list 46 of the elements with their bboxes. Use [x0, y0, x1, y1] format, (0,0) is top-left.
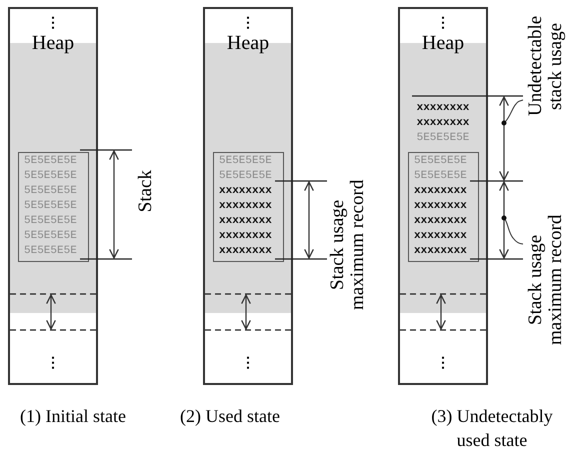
dimension-label: Undetectable stack usage — [526, 14, 566, 118]
ellipsis: ⋮ — [241, 17, 255, 31]
caption: (1) Initial state — [20, 405, 126, 428]
memory-value: 5E5E5E5E — [24, 246, 77, 257]
caption: (2) Used state — [180, 405, 280, 428]
memory-value: 5E5E5E5E — [24, 216, 77, 227]
memory-value: 5E5E5E5E — [24, 201, 77, 212]
memory-value: xxxxxxxx — [219, 186, 272, 197]
memory-value: xxxxxxxx — [414, 231, 467, 242]
memory-column — [203, 7, 293, 385]
memory-value: xxxxxxxx — [219, 231, 272, 242]
memory-value: xxxxxxxx — [414, 186, 467, 197]
stack-region — [18, 152, 89, 262]
memory-value: xxxxxxxx — [219, 216, 272, 227]
memory-value: xxxxxxxx — [219, 201, 272, 212]
memory-value: 5E5E5E5E — [416, 133, 470, 144]
ellipsis: ⋮ — [241, 357, 255, 371]
ellipsis: ⋮ — [46, 17, 60, 31]
memory-value: 5E5E5E5E — [24, 186, 77, 197]
region-label: Heap — [422, 33, 464, 53]
memory-column — [398, 7, 488, 385]
region-label: Heap — [226, 33, 270, 53]
ellipsis: ⋮ — [436, 357, 450, 371]
ellipsis: ⋮ — [46, 357, 60, 371]
stack-region — [213, 152, 284, 262]
memory-value: 5E5E5E5E — [414, 171, 467, 182]
dimension-label: Stack — [136, 170, 156, 212]
memory-value: 5E5E5E5E — [219, 156, 272, 167]
stack-region — [408, 152, 479, 262]
region-label: Heap — [32, 33, 74, 53]
memory-value: xxxxxxxx — [416, 103, 470, 114]
memory-value: 5E5E5E5E — [24, 156, 77, 167]
memory-value: xxxxxxxx — [416, 118, 470, 129]
dimension-label: Stack usage maximum record — [526, 214, 566, 348]
memory-value: 5E5E5E5E — [24, 171, 77, 182]
caption: (3) Undetectably used state — [430, 405, 554, 452]
memory-value: xxxxxxxx — [414, 246, 467, 257]
dimension-label: Stack usage maximum record — [328, 178, 368, 312]
memory-value: xxxxxxxx — [414, 216, 467, 227]
memory-column — [8, 7, 98, 385]
memory-value: 5E5E5E5E — [219, 171, 272, 182]
memory-value: xxxxxxxx — [414, 201, 467, 212]
memory-value: 5E5E5E5E — [24, 231, 77, 242]
memory-value: xxxxxxxx — [219, 246, 272, 257]
ellipsis: ⋮ — [436, 17, 450, 31]
memory-value: 5E5E5E5E — [414, 156, 467, 167]
